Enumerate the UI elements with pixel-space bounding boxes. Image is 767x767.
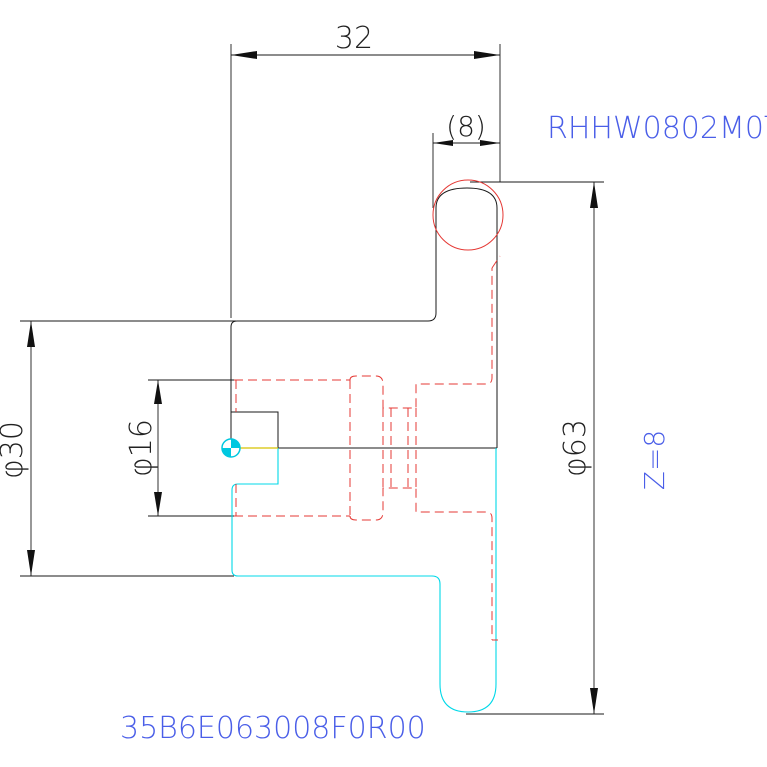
insert-code-label: RHHW0802M0TN — [547, 111, 767, 146]
tool-code-label: 35B6E063008F0R00 — [120, 711, 426, 746]
dimension-bore-diameter: φ16 — [124, 379, 236, 517]
lower-body-outline — [231, 448, 497, 713]
arrowhead-left — [433, 140, 453, 146]
hidden-shoulder-upper — [491, 255, 501, 269]
hidden-geometry — [234, 255, 501, 641]
arrowhead-bottom — [590, 688, 598, 714]
insert-circle — [432, 179, 504, 251]
arrowhead-top — [590, 182, 598, 208]
arrowhead-bottom — [27, 550, 35, 576]
dimension-insert-offset: (8) — [432, 110, 500, 208]
arrowhead-top — [154, 380, 162, 404]
origin-marker — [221, 438, 241, 458]
dimension-label-phi63: φ63 — [558, 419, 593, 477]
arrowhead-left — [231, 51, 257, 59]
dimension-cutting-diameter: φ63 — [466, 181, 604, 715]
arrowhead-bottom — [154, 492, 162, 516]
upper-body-outline — [230, 187, 498, 449]
dimension-label-phi30: φ30 — [0, 421, 30, 479]
origin-quadrant-1 — [231, 439, 240, 448]
teeth-count-label: Z=8 — [638, 430, 671, 490]
arrowhead-top — [27, 321, 35, 347]
dimension-label-32: 32 — [335, 21, 373, 56]
dimension-label-8: (8) — [446, 110, 486, 143]
arrowhead-right — [480, 140, 500, 146]
arrowhead-right — [474, 51, 500, 59]
hidden-bore-upper — [234, 268, 493, 409]
dimension-overall-length: 32 — [230, 21, 501, 318]
dimension-body-diameter: φ30 — [0, 320, 236, 577]
origin-quadrant-2 — [222, 448, 231, 457]
dimension-label-phi16: φ16 — [124, 419, 159, 477]
hidden-bore-lower — [234, 487, 493, 640]
